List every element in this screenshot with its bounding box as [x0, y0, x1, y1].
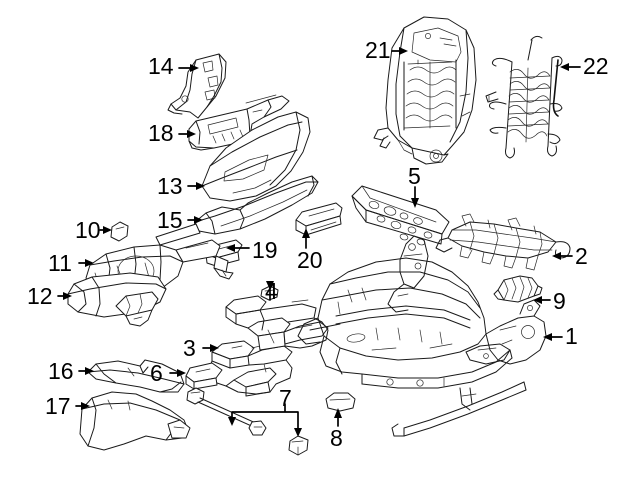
- callout-label-2: 2: [575, 243, 588, 269]
- callout-label-11: 11: [48, 250, 72, 276]
- callout-label-6: 6: [150, 360, 163, 386]
- part-20-side-molding-insert-strip: [295, 202, 343, 236]
- callout-label-12: 12: [27, 283, 53, 309]
- part-14-recliner-handle-cover: [167, 53, 227, 119]
- part-12-armrest-pad-cushion: [67, 272, 167, 327]
- part-2-seat-suspension-wire-mat: [435, 213, 571, 271]
- callout-label-7: 7: [279, 385, 292, 411]
- part-3-seat-adjuster-bracket-front: [207, 340, 293, 397]
- callout-label-3: 3: [183, 335, 196, 361]
- callout-label-22: 22: [583, 53, 609, 79]
- part-9-seat-motor-actuator-unit: [493, 275, 543, 303]
- part-1-seat-cushion-frame-track-assembly: [297, 235, 547, 437]
- callout-label-10: 10: [75, 217, 101, 243]
- callout-leaders: [57, 47, 581, 437]
- part-17-seat-rail-rear-cover: [79, 391, 191, 451]
- part-7-adjuster-rod-and-knob-set: [186, 387, 309, 456]
- callout-label-1: 1: [565, 323, 578, 349]
- part-4-seat-height-adjuster-linkage: [225, 285, 329, 351]
- callout-label-4: 4: [265, 278, 278, 304]
- callout-label-18: 18: [148, 120, 174, 146]
- callout-label-13: 13: [157, 173, 183, 199]
- part-10-headrest-guide-bezel: [110, 221, 129, 242]
- part-5-seat-back-trim-panel-strip: [351, 185, 450, 246]
- callout-label-14: 14: [148, 53, 174, 79]
- callout-label-17: 17: [45, 393, 71, 419]
- part-22-seat-back-spring-suspension-mat: [485, 35, 563, 159]
- part-8-end-cap-plug: [325, 392, 356, 412]
- part-15-seat-side-garnish-molding: [194, 175, 319, 235]
- part-6-side-trim-clip-cover: [185, 362, 223, 390]
- callout-label-21: 21: [365, 37, 391, 63]
- part-21-seat-back-frame-assembly: [373, 16, 477, 165]
- callout-label-9: 9: [553, 288, 566, 314]
- callout-label-20: 20: [297, 247, 323, 273]
- part-13-seat-side-shield-outer-panel: [201, 111, 311, 202]
- part-16-seat-rail-front-cover: [87, 359, 185, 393]
- callout-label-19: 19: [252, 237, 278, 263]
- part-18-seat-switch-bezel-panel: [188, 94, 290, 153]
- callout-label-15: 15: [157, 207, 183, 233]
- callout-label-16: 16: [48, 358, 74, 384]
- callout-label-8: 8: [330, 425, 343, 451]
- callout-label-5: 5: [408, 163, 421, 189]
